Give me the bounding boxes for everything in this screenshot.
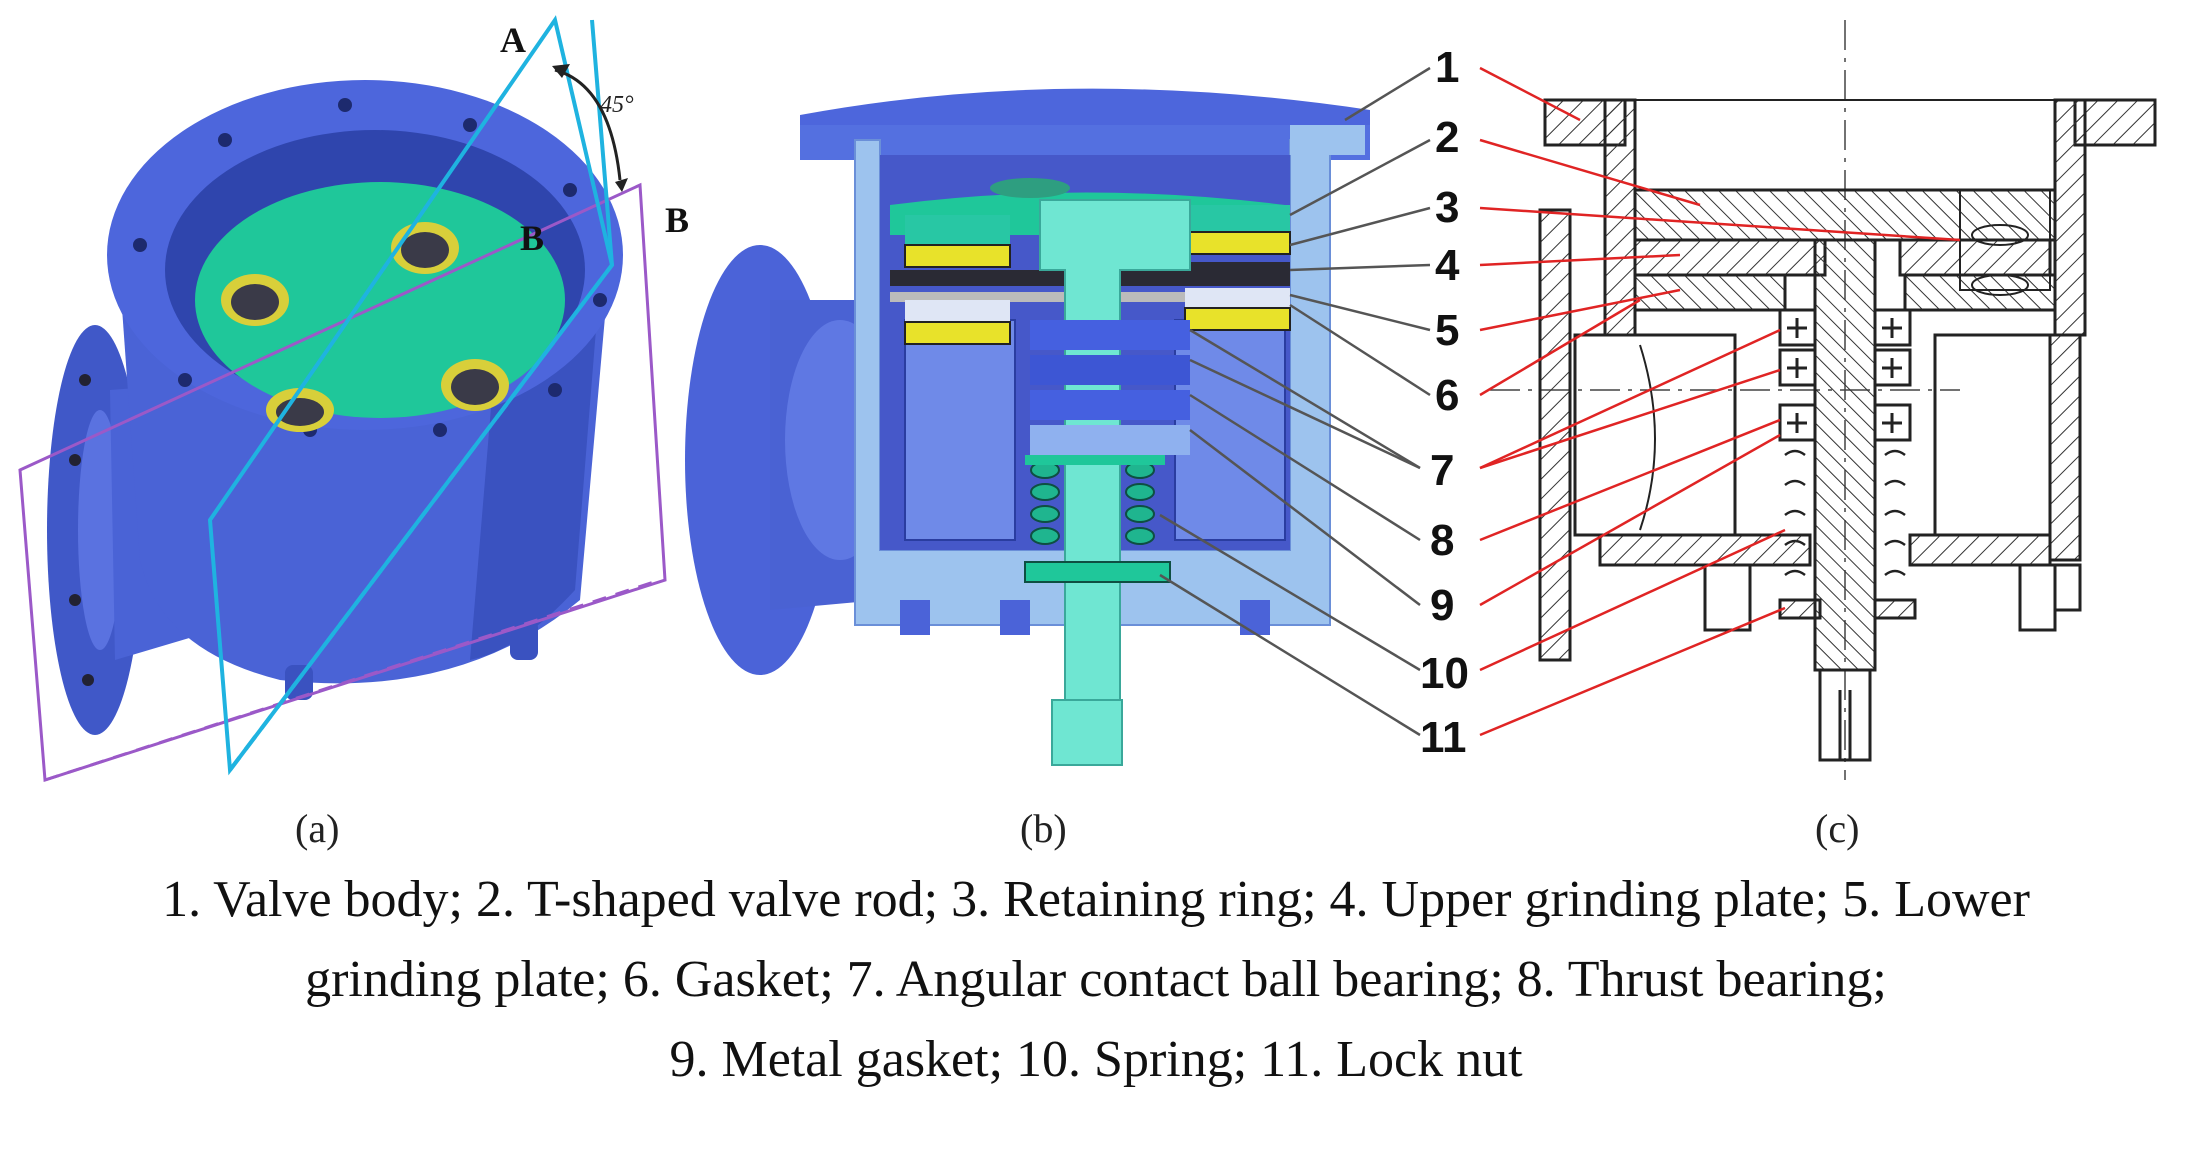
caption-line-1: 1. Valve body; 2. T-shaped valve rod; 3.… bbox=[162, 871, 2030, 928]
callout-3: 3 bbox=[1435, 183, 1459, 232]
plate-holes bbox=[221, 222, 509, 432]
callout-numbers: 1 2 3 4 5 6 7 8 9 10 11 bbox=[1420, 43, 1469, 762]
caption-line-2: grinding plate; 6. Gasket; 7. Angular co… bbox=[305, 951, 1887, 1008]
callout-10: 10 bbox=[1420, 649, 1469, 698]
plane-b-label-top: B bbox=[520, 218, 544, 258]
callout-4: 4 bbox=[1435, 241, 1460, 290]
callout-11: 11 bbox=[1420, 713, 1467, 762]
panel-b-label: (b) bbox=[1020, 806, 1067, 851]
lock-nut bbox=[1024, 561, 1171, 583]
panel-c-drawing bbox=[1490, 20, 2157, 780]
figure-caption: 1. Valve body; 2. T-shaped valve rod; 3.… bbox=[0, 860, 2192, 1150]
callout-5: 5 bbox=[1435, 306, 1459, 355]
callout-9: 9 bbox=[1430, 581, 1454, 630]
callout-2: 2 bbox=[1435, 113, 1459, 162]
caption-line-3: 9. Metal gasket; 10. Spring; 11. Lock nu… bbox=[669, 1031, 1523, 1088]
angle-label: 45° bbox=[600, 92, 634, 118]
spring bbox=[1030, 461, 1155, 545]
callout-8: 8 bbox=[1430, 516, 1454, 565]
panel-a-valve-3d: 45° A B B bbox=[18, 15, 689, 783]
panel-c-label: (c) bbox=[1815, 806, 1859, 851]
callout-6: 6 bbox=[1435, 371, 1459, 420]
plane-a-label: A bbox=[500, 20, 526, 60]
plane-b-label-side: B bbox=[665, 200, 689, 240]
cutting-plane-b bbox=[18, 182, 667, 783]
panel-b-section-view bbox=[685, 88, 1370, 766]
panel-a-label: (a) bbox=[295, 806, 339, 851]
figure-diagram: 45° A B B (a) bbox=[18, 15, 2157, 851]
callout-1: 1 bbox=[1435, 43, 1459, 92]
callout-7: 7 bbox=[1430, 446, 1454, 495]
grinding-plate bbox=[195, 182, 565, 418]
leader-lines bbox=[1159, 66, 1961, 737]
